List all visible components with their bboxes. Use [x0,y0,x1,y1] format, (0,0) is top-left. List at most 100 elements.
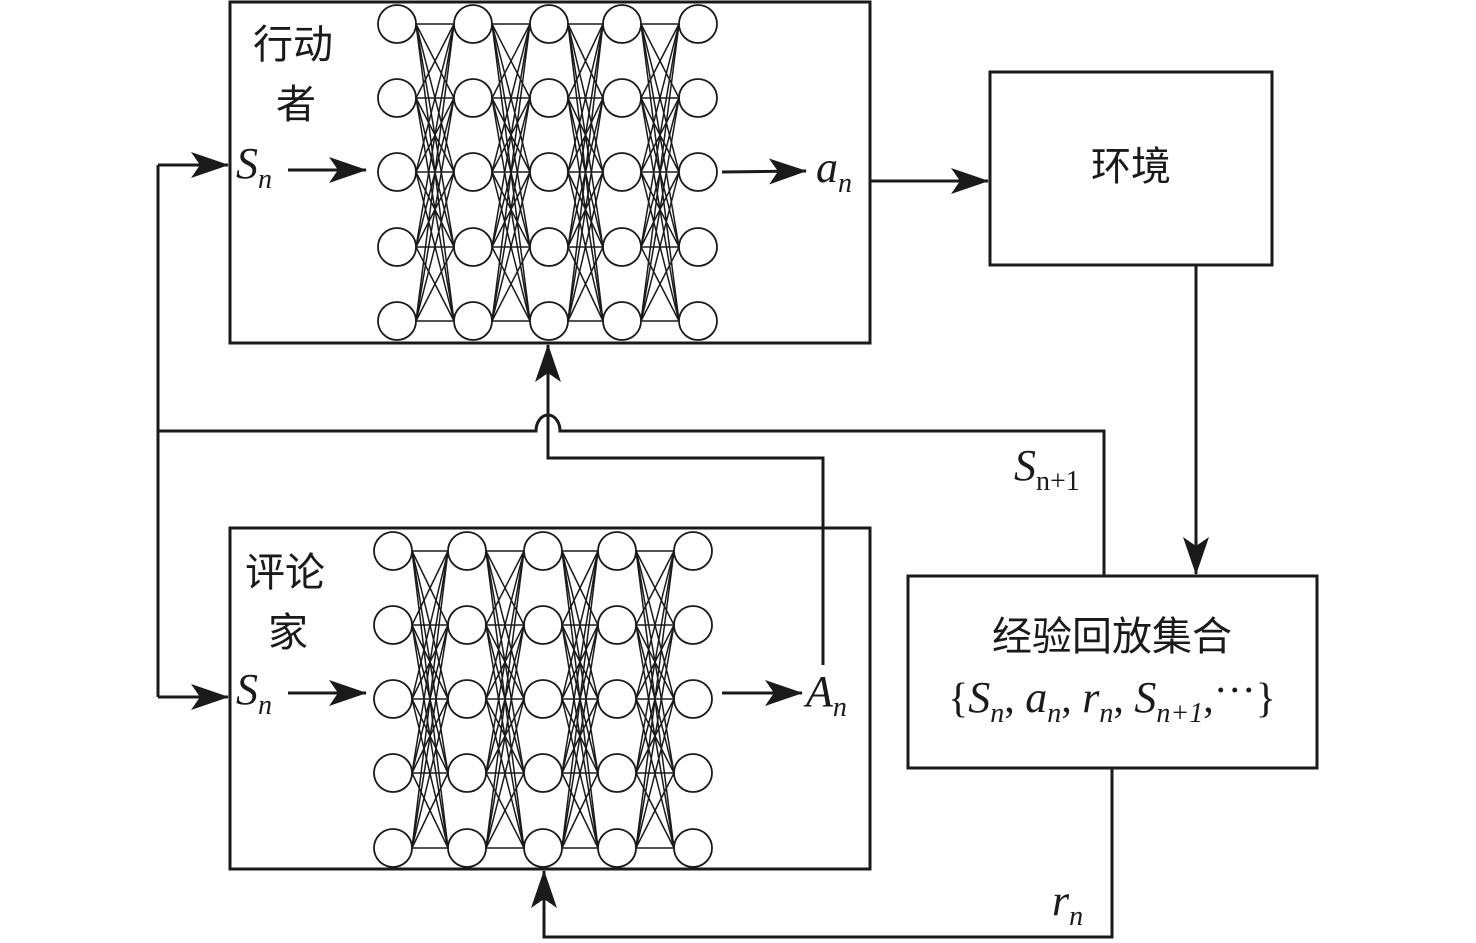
next-state-label: Sn+1 [1014,441,1080,497]
actor-neuron [602,78,642,118]
actor-neuron [377,152,417,192]
actor-connection [567,97,604,322]
actor-neuron [602,301,642,341]
actor-connection [415,246,455,322]
actor-connection [567,23,604,248]
actor-neuron [377,4,417,44]
critic-neuron [447,679,487,719]
critic-connection [635,550,675,774]
critic-neuron [447,828,487,868]
actor-neuron [529,301,569,341]
actor-neuron [602,152,642,192]
critic-neuron [373,531,413,571]
environment-box-frame [988,70,1274,267]
critic-network-box: 评论 家 Sn An [228,526,872,871]
critic-title-line1: 评论 [245,550,325,596]
reward-label: rn [1052,876,1083,932]
critic-connection [411,550,449,774]
replay-buffer-frame [906,574,1319,770]
critic-connection [485,698,525,849]
critic-neuron [523,753,563,793]
replay-buffer-box: 经验回放集合 {Sn, an, rn, Sn+1,···} [906,574,1319,770]
replay-buffer-title: 经验回放集合 [992,614,1232,660]
critic-neuron [523,605,563,645]
critic-neuron [373,828,413,868]
reward-to-critic-arrow [531,768,1114,939]
actor-output-label: an [816,143,852,199]
critic-neuron [447,753,487,793]
actor-connection [491,23,531,248]
actor-connection [415,97,455,322]
environment-box: 环境 [988,70,1274,267]
actor-neural-network [377,4,718,341]
actor-connection [415,171,455,322]
actor-connection [491,246,531,322]
actor-connection [415,23,455,322]
actor-connection [640,23,680,248]
critic-connection [411,772,449,849]
actor-connection [415,23,455,99]
actor-neuron [678,152,718,192]
actor-neuron [529,78,569,118]
critic-connection [411,550,449,626]
critic-connection [635,550,675,626]
critic-connection [561,698,599,849]
environment-title: 环境 [1091,144,1171,190]
actor-network-box: 行动 者 Sn an [228,0,872,345]
actor-connection [491,23,531,173]
actor-connection [491,23,531,99]
actor-neuron [453,152,493,192]
actor-neuron [453,78,493,118]
critic-neuron [673,753,713,793]
critic-connection [635,698,675,849]
critic-connection [635,772,675,849]
actor-neuron [529,227,569,267]
actor-neuron [529,152,569,192]
critic-title-line2: 家 [268,610,308,656]
actor-title-line1: 行动 [253,22,333,68]
actor-connection [567,23,604,173]
critic-neuron [373,753,413,793]
critic-connection [635,550,675,849]
actor-title-line2: 者 [276,82,316,128]
actor-neuron [453,4,493,44]
actor-connection [415,23,455,173]
critic-connection [485,624,525,849]
critic-connection [485,550,525,700]
critic-neuron [597,679,637,719]
critic-neuron [673,679,713,719]
critic-neuron [523,531,563,571]
actor-connection [640,97,680,322]
actor-neuron [678,78,718,118]
critic-neuron [673,605,713,645]
critic-output-label: An [803,667,847,723]
critic-connection [561,550,599,626]
actor-input-label: Sn [236,139,272,195]
critic-connection [635,624,675,849]
actor-output-arrow [721,158,807,185]
actor-connection [567,23,604,99]
critic-input-label: Sn [236,665,272,721]
actor-connection [491,97,531,322]
actor-connection [491,171,531,322]
critic-neuron [373,679,413,719]
actor-neuron [377,301,417,341]
critic-connection [561,550,599,774]
critic-connection [485,550,525,774]
critic-connection [485,550,525,849]
actor-connection [567,246,604,322]
actor-connection [415,23,455,248]
actor-neuron [602,4,642,44]
critic-connection [485,772,525,849]
critic-neuron [447,605,487,645]
critic-neuron [523,828,563,868]
actor-neuron [529,4,569,44]
critic-neural-network [373,531,713,868]
actor-connection [640,23,680,99]
critic-neuron [673,531,713,571]
actor-connection [491,23,531,322]
critic-connection [561,772,599,849]
actor-neuron [453,227,493,267]
actor-connection [640,23,680,173]
